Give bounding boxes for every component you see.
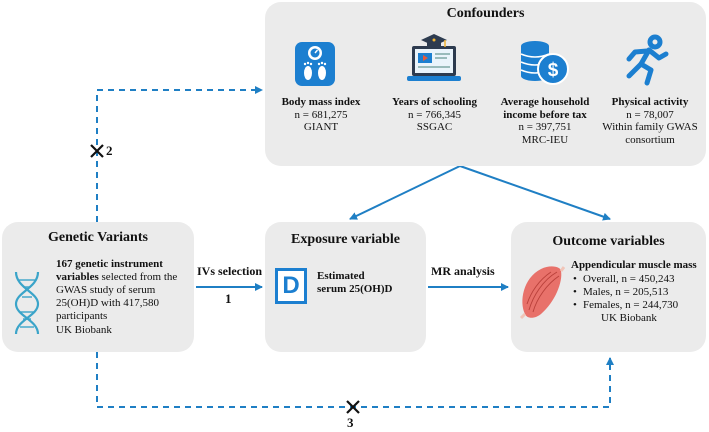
confounder-income-name-1: Average household [500, 96, 590, 108]
confounder-bmi-source: GIANT [303, 121, 339, 133]
genetic-variants-text: 167 genetic instrument variables selecte… [56, 258, 190, 323]
confounder-bmi: Body mass index n = 681,275 GIANT [271, 96, 371, 134]
outcome-variables-title: Outcome variables [552, 234, 665, 249]
outcome-variables-box: Outcome variables Appendicular muscle ma… [511, 222, 706, 352]
path2-dashed-arrow [96, 86, 263, 222]
exposure-variable-title: Exposure variable [290, 232, 401, 247]
running-person-icon [626, 34, 669, 86]
graduation-laptop-icon [407, 34, 461, 81]
muscle-icon [519, 266, 565, 320]
path3-dashed-arrow [96, 352, 614, 408]
outcome-bullet-females: Females, n = 244,730 [571, 299, 705, 312]
confounder-activity-name: Physical activity [611, 96, 689, 108]
confounder-schooling-n: n = 766,345 [408, 108, 461, 121]
outcome-list: Overall, n = 450,243 Males, n = 205,513 … [571, 273, 705, 312]
genetic-variants-bold: 167 genetic instrument variables [56, 258, 163, 283]
confounders-box: Confounders Body mass index n = 681,275 … [265, 2, 706, 166]
coins-dollar-icon: $ [520, 41, 569, 85]
confounder-income-n: n = 397,751 [518, 121, 572, 133]
exposure-variable-box: Exposure variable D Estimated serum 25(O… [265, 222, 426, 352]
genetic-variants-box: Genetic Variants 167 genetic instrument … [2, 222, 194, 352]
exposure-label-2: serum 25(OH)D [317, 283, 393, 295]
confounder-bmi-name: Body mass index [281, 96, 361, 108]
cross-mark-path2 [90, 144, 104, 158]
confounder-schooling-name: Years of schooling [392, 96, 477, 108]
confounder-bmi-n: n = 681,275 [294, 108, 348, 121]
ivs-selection-label: IVs selection [197, 264, 262, 278]
genetic-variants-title: Genetic Variants [48, 230, 148, 245]
scale-icon [295, 42, 335, 86]
confounders-title: Confounders [446, 6, 525, 21]
genetic-variants-source: UK Biobank [56, 324, 112, 336]
outcome-bullet-males: Males, n = 205,513 [571, 286, 705, 299]
ivs-number: 1 [225, 291, 232, 306]
confounder-to-outcome-arrow [459, 165, 611, 221]
confounder-to-exposure-arrow [349, 165, 461, 220]
cross-mark-path3 [346, 400, 360, 414]
outcome-bullets: Overall, n = 450,243 Males, n = 205,513 … [571, 273, 705, 312]
path3-number: 3 [347, 415, 354, 430]
confounder-schooling: Years of schooling n = 766,345 SSGAC [377, 96, 492, 134]
outcome-bullet-overall: Overall, n = 450,243 [571, 273, 705, 286]
confounder-income-source: MRC-IEU [521, 133, 569, 146]
path2-number: 2 [106, 143, 113, 158]
outcome-subtitle: Appendicular muscle mass [571, 259, 697, 271]
confounder-activity: Physical activity n = 78,007 Within fami… [595, 96, 705, 146]
confounder-income: Average household income before tax n = … [487, 96, 603, 146]
dna-icon [14, 271, 40, 335]
outcome-source: UK Biobank [601, 312, 657, 324]
confounder-activity-source-2: consortium [625, 133, 675, 146]
mr-analysis-label: MR analysis [431, 264, 495, 278]
exposure-label: Estimated serum 25(OH)D [317, 270, 425, 296]
confounder-schooling-source: SSGAC [416, 121, 453, 133]
confounder-income-name-2: income before tax [503, 108, 587, 121]
letter-d-icon: D [275, 268, 307, 304]
confounder-activity-source-1: Within family GWAS [602, 121, 698, 133]
confounder-activity-n: n = 78,007 [626, 108, 674, 121]
genetic-variants-rest: selected from the GWAS study of serum 25… [56, 271, 178, 322]
svg-text:$: $ [548, 60, 559, 81]
exposure-label-1: Estimated [317, 270, 365, 282]
